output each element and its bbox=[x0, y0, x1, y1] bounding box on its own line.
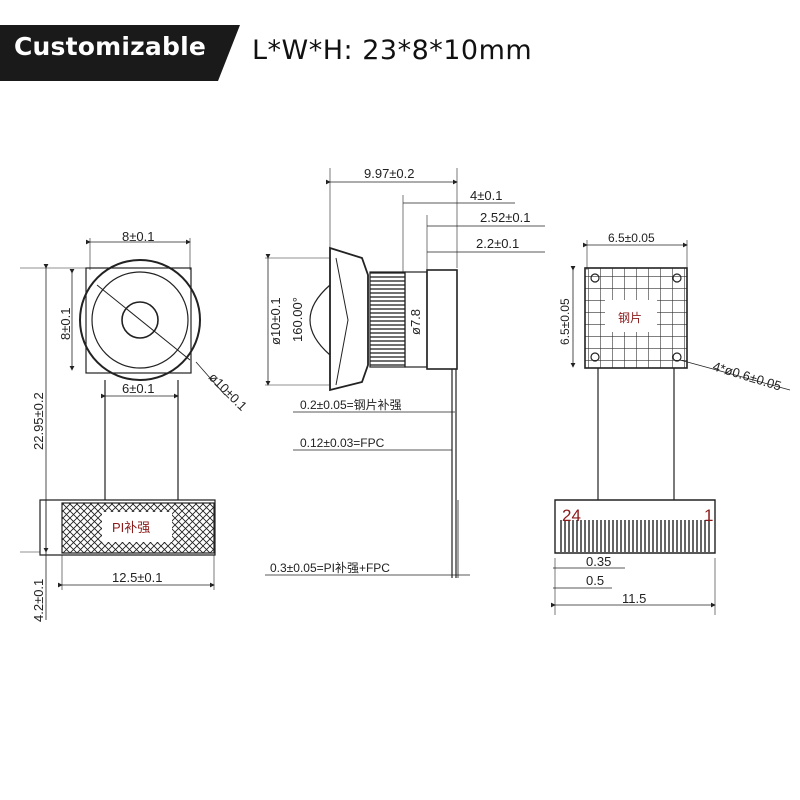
dim-fov: 160.00° bbox=[290, 297, 305, 342]
dimension-spec: L*W*H: 23*8*10mm bbox=[252, 35, 533, 66]
dim-pi-fpc: 0.3±0.05=PI补强+FPC bbox=[270, 561, 390, 575]
lens-aperture bbox=[121, 301, 159, 339]
lens-diagonal bbox=[96, 284, 191, 361]
lens-outer-ring bbox=[79, 259, 201, 381]
dim-copper-stiffener: 0.2±0.05=钢片补强 bbox=[300, 398, 402, 412]
pin-last-label: 1 bbox=[704, 506, 713, 525]
thread-barrel bbox=[369, 271, 406, 368]
dim-height-inner: 8±0.1 bbox=[58, 308, 73, 340]
dim-len-a: 4±0.1 bbox=[470, 188, 502, 203]
customizable-badge bbox=[0, 25, 240, 81]
dim-plate-height: 6.5±0.05 bbox=[558, 298, 572, 345]
dim-pitch: 0.35 bbox=[586, 554, 611, 569]
plate-label: 钢片 bbox=[618, 311, 642, 325]
base-outline bbox=[39, 499, 216, 556]
dim-lens-diameter: ø10±0.1 bbox=[268, 297, 283, 345]
header-banner: Customizable L*W*H: 23*8*10mm bbox=[0, 0, 800, 90]
lens-cap-inner bbox=[335, 257, 349, 386]
mount-hole bbox=[672, 273, 682, 283]
lens-dome bbox=[309, 284, 331, 356]
mount-hole bbox=[590, 352, 600, 362]
lens-cap bbox=[329, 246, 369, 392]
lens-housing bbox=[85, 267, 192, 374]
connector-outline bbox=[554, 499, 716, 554]
dim-holes: 4*ø0.6±0.05 bbox=[711, 359, 783, 394]
dim-plate-width: 6.5±0.05 bbox=[608, 231, 655, 245]
badge-label: Customizable bbox=[14, 32, 207, 61]
holder-body bbox=[426, 269, 458, 370]
dim-total-length: 9.97±0.2 bbox=[364, 166, 415, 181]
dim-base-width: 12.5±0.1 bbox=[112, 570, 163, 585]
dim-leader-holes bbox=[679, 359, 791, 391]
dim-total-height: 22.95±0.2 bbox=[31, 392, 46, 450]
dim-leader-diameter bbox=[195, 361, 226, 396]
connector-pins bbox=[560, 520, 712, 552]
dim-len-b: 2.52±0.1 bbox=[480, 210, 531, 225]
back-view bbox=[551, 240, 791, 615]
dim-pad: 0.5 bbox=[586, 573, 604, 588]
stiffener-label: PI补强 bbox=[112, 520, 150, 535]
pin-first-label: 24 bbox=[562, 506, 581, 525]
lens-inner-ring bbox=[91, 271, 189, 369]
badge-shape bbox=[0, 25, 240, 81]
dim-connector-width: 11.5 bbox=[622, 591, 646, 606]
dim-barrel-diameter: ø7.8 bbox=[408, 309, 423, 335]
dim-len-c: 2.2±0.1 bbox=[476, 236, 519, 251]
dim-diameter: ø10±0.1 bbox=[206, 370, 250, 414]
dim-width-top: 8±0.1 bbox=[122, 229, 154, 244]
mount-hole bbox=[672, 352, 682, 362]
mount-hole bbox=[590, 273, 600, 283]
side-view bbox=[265, 168, 545, 578]
dim-base-height: 4.2±0.1 bbox=[31, 579, 46, 622]
dim-neck-width: 6±0.1 bbox=[122, 381, 154, 396]
stiffener-label-bg bbox=[102, 512, 172, 542]
dim-fpc: 0.12±0.03=FPC bbox=[300, 436, 385, 450]
front-view bbox=[20, 238, 226, 620]
plate-label-bg bbox=[605, 300, 657, 332]
